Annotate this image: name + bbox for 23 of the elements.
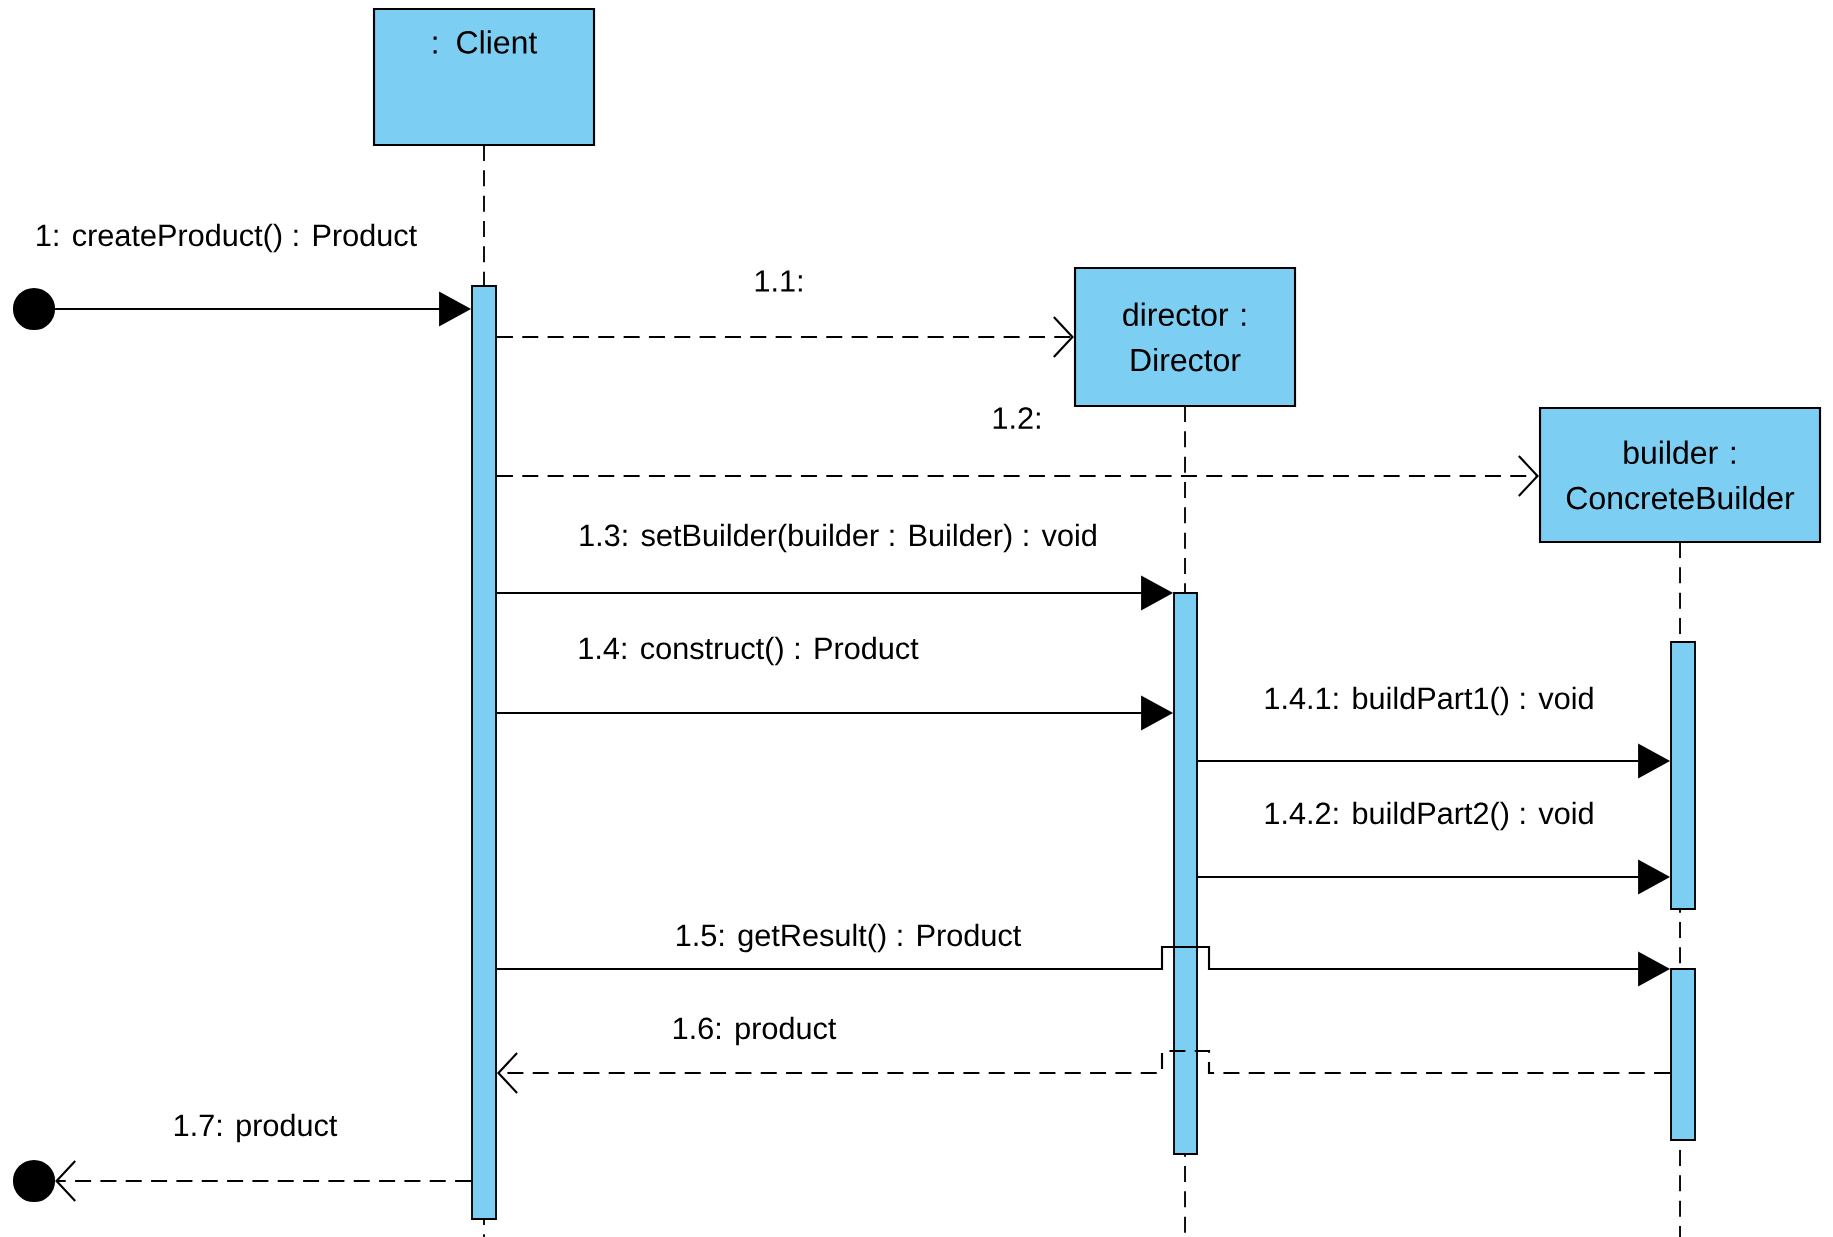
activation-bar [1670, 968, 1696, 1141]
edge-label: 1.4: construct() : Product [574, 634, 922, 668]
edge-label: 1.1: [750, 267, 808, 295]
edge-label: 1.2: [988, 404, 1046, 432]
object-box: : Client [372, 7, 596, 147]
object-box: director : Director [1073, 266, 1297, 408]
edge-label: 1.4.2: buildPart2() : void [1260, 799, 1598, 833]
message-arrow [55, 1160, 472, 1202]
edge-label: 1.6: product [668, 1014, 840, 1048]
activation-bar [1670, 641, 1696, 910]
message-arrow [496, 455, 1539, 497]
message-endpoint-dot [12, 1159, 56, 1203]
edge-label: 1: createProduct() : Product [32, 221, 420, 255]
object-box: builder : ConcreteBuilder [1538, 406, 1822, 544]
edge-label: 1.5: getResult() : Product [672, 921, 1024, 955]
activation-bar [471, 285, 497, 1220]
message-arrow [496, 316, 1074, 358]
message-arrow [496, 1049, 1671, 1094]
edge-label: 1.7: product [169, 1111, 341, 1145]
edge-label: 1.4.1: buildPart1() : void [1260, 684, 1598, 718]
message-endpoint-dot [12, 287, 56, 331]
edge-label: 1.3: setBuilder(builder : Builder) : void [575, 521, 1101, 555]
activation-bar [1173, 592, 1198, 1155]
